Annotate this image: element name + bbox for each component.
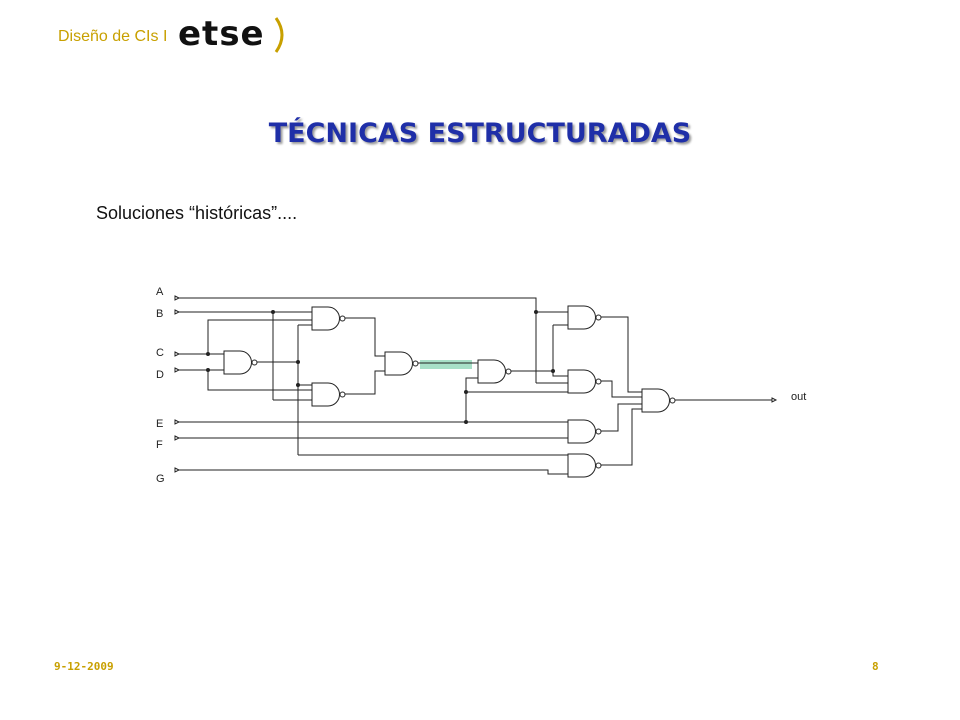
input-label-g: G [156,473,165,485]
nand-gate-3 [311,382,340,407]
input-label-a: A [156,286,164,298]
nand-gate-6 [567,305,596,330]
nand-gate-final [641,388,670,413]
footer-date: 9-12-2009 [54,660,114,673]
page-title: TÉCNICAS ESTRUCTURADAS [268,118,692,149]
input-label-b: B [156,308,163,320]
input-pin-a [174,295,181,301]
nand-gate-2 [311,306,340,331]
logo-arc-icon [274,17,284,53]
output-pin [771,397,778,403]
subtitle: Soluciones “históricas”.... [96,203,298,223]
etse-logo: etse [178,12,288,62]
input-pin-c [174,351,181,357]
logo-text: etse [178,14,265,54]
input-label-d: D [156,369,164,381]
input-label-f: F [156,439,163,451]
input-pin-e [174,419,181,425]
input-pin-f [174,435,181,441]
junction-dot [271,310,275,314]
junction-dot [534,310,538,314]
input-pin-d [174,367,181,373]
junction-dot [296,383,300,387]
input-pin-g [174,467,181,473]
junction-dot [206,352,210,356]
input-label-c: C [156,347,164,359]
nand-gate-5 [477,359,506,384]
nand-gate-7 [567,369,596,394]
junction-dot [464,390,468,394]
input-pin-b [174,309,181,315]
nand-gate-1 [223,350,252,375]
nand-gate-9 [567,453,596,478]
junction-dot [551,369,555,373]
page-number: 8 [872,660,879,673]
highlight-band [420,360,472,369]
course-title: Diseño de CIs I [58,28,168,45]
junction-dot [296,360,300,364]
nand-gate-8 [567,419,596,444]
junction-dot [206,368,210,372]
input-label-e: E [156,418,163,430]
nand-gate-4 [384,351,413,376]
output-label: out [791,391,806,403]
junction-dot [464,420,468,424]
